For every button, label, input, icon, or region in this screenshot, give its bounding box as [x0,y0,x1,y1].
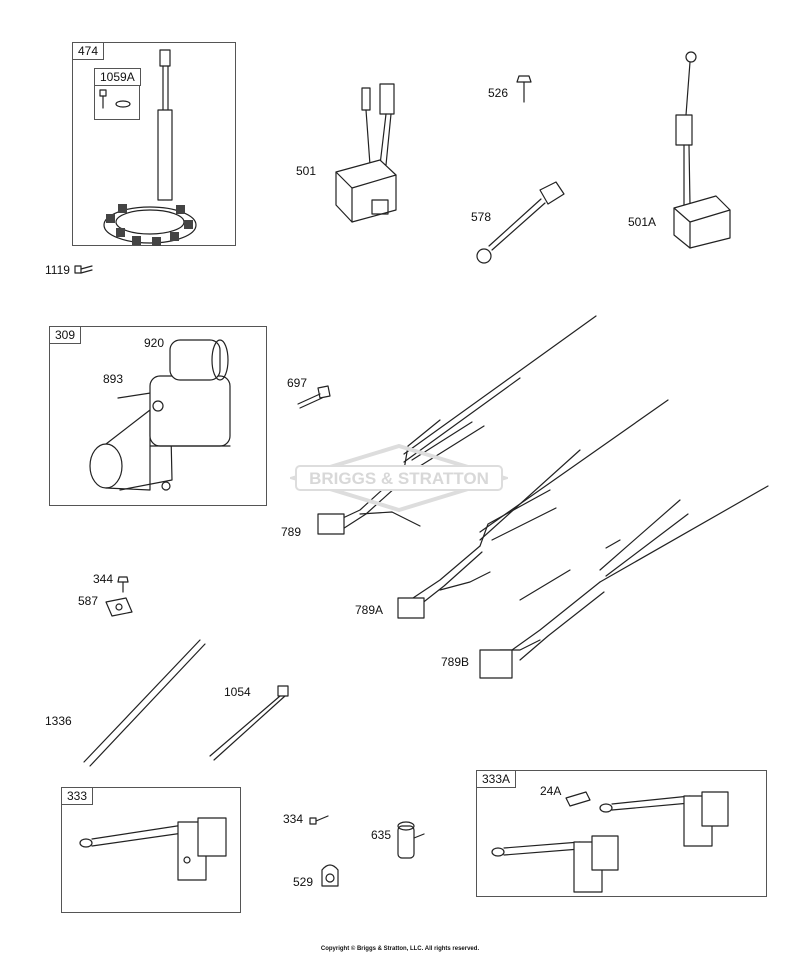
callout-578: 578 [471,210,492,224]
cable-tie-1054-drawing [209,685,289,761]
callout-474: 474 [72,42,105,60]
spark-plug-boot-635-drawing [397,821,425,859]
harness-789B-drawing [479,485,769,679]
screw-526-drawing [516,75,532,103]
conduit-1336-drawing [83,639,206,767]
screw-334-drawing [309,815,329,825]
brand-watermark: BRIGGS & STRATTON [290,444,508,512]
ignition-coil-333-drawing [79,817,227,881]
watermark-text: BRIGGS & STRATTON [309,469,489,488]
callout-920: 920 [144,336,165,350]
bolt-697-drawing [297,385,331,409]
callout-501A: 501A [628,215,657,229]
screw-344-drawing [117,576,129,593]
callout-333: 333 [61,787,94,805]
callout-333A: 333A [476,770,517,788]
ground-lead-578-drawing [476,181,565,264]
harness-789A-drawing [397,399,669,619]
callout-334: 334 [283,812,304,826]
callout-587: 587 [78,594,99,608]
bolt-1119-drawing [74,265,93,274]
callout-789: 789 [281,525,302,539]
callout-309: 309 [49,326,82,344]
clamp-587-drawing [105,597,133,617]
callout-529: 529 [293,875,314,889]
stator-drawing [103,49,197,246]
callout-789A: 789A [355,603,384,617]
callout-1054: 1054 [224,685,251,699]
callout-893: 893 [103,372,124,386]
grommet-529-drawing [321,864,339,887]
callout-344: 344 [93,572,114,586]
screw-1059A-drawing [99,89,131,109]
callout-789B: 789B [441,655,470,669]
regulator-501A-drawing [673,51,731,249]
callout-1059A: 1059A [94,68,141,86]
callout-1336: 1336 [45,714,72,728]
starter-motor-drawing [89,339,231,491]
callout-501: 501 [296,164,317,178]
copyright-notice: Copyright © Briggs & Stratton, LLC. All … [320,946,480,952]
part-24A-drawing [565,791,591,807]
callout-526: 526 [488,86,509,100]
callout-24A: 24A [540,784,562,798]
harness-789-drawing [317,315,597,535]
group-box-333A [476,770,767,897]
regulator-501-drawing [335,83,397,223]
callout-1119: 1119 [45,263,70,277]
callout-635: 635 [371,828,392,842]
ignition-coil-333A-drawing [491,791,729,893]
callout-697: 697 [287,376,308,390]
